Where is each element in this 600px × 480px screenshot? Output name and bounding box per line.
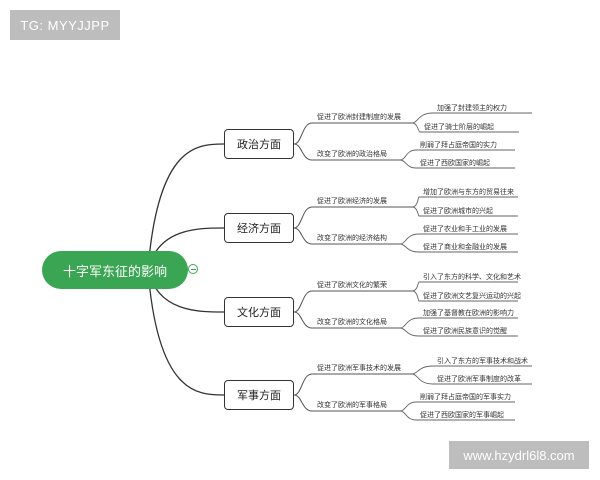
leaf-node[interactable]: 促进了欧洲民族意识的觉醒: [423, 327, 507, 335]
leaf-node[interactable]: 促进了西欧国家的军事崛起: [420, 411, 504, 419]
sub-node[interactable]: 改变了欧洲的经济结构: [317, 234, 387, 242]
connector-line: [411, 206, 420, 217]
connector-line: [399, 159, 417, 169]
leaf-node[interactable]: 促进了农业和手工业的发展: [423, 225, 507, 233]
connector-line: [411, 365, 434, 375]
leaf-node[interactable]: 促进了骑士阶层的崛起: [424, 123, 494, 131]
connector-line: [293, 143, 313, 161]
watermark-top-left: TG: MYYJJPP: [10, 10, 120, 40]
leaf-node[interactable]: 加强了封建领主的权力: [437, 104, 507, 112]
connector-line: [293, 206, 313, 229]
connector-line: [293, 122, 313, 145]
connector-line: [293, 290, 313, 313]
sub-node[interactable]: 改变了欧洲的政治格局: [317, 150, 387, 158]
connector-line: [411, 196, 420, 208]
connector-line: [411, 281, 420, 292]
collapse-icon[interactable]: [188, 264, 198, 274]
connector-line: [293, 311, 313, 329]
leaf-node[interactable]: 削弱了拜占庭帝国的军事实力: [420, 393, 511, 401]
leaf-node[interactable]: 削弱了拜占庭帝国的实力: [420, 141, 497, 149]
leaf-node[interactable]: 促进了商业和金融业的发展: [423, 243, 507, 251]
connector-line: [293, 227, 313, 245]
connector-line: [399, 327, 420, 337]
connector-line: [399, 317, 420, 329]
connector-line: [411, 290, 420, 302]
leaf-node[interactable]: 促进了西欧国家的崛起: [420, 159, 490, 167]
sub-node[interactable]: 改变了欧洲的军事格局: [317, 401, 387, 409]
sub-node[interactable]: 促进了欧洲文化的繁荣: [317, 281, 387, 289]
root-node[interactable]: 十字军东征的影响: [42, 251, 188, 289]
connector-line: [399, 149, 417, 161]
watermark-bottom-right: www.hzydrl6l8.com: [449, 441, 589, 469]
connector-line: [399, 243, 420, 253]
leaf-node[interactable]: 引入了东方的军事技术和战术: [437, 357, 528, 365]
connector-line: [399, 401, 417, 412]
sub-node[interactable]: 促进了欧洲军事技术的发展: [317, 364, 401, 372]
connector-line: [411, 112, 434, 124]
connector-line: [399, 410, 417, 421]
connector-line: [293, 373, 313, 396]
connector-line: [147, 269, 225, 396]
leaf-node[interactable]: 促进了欧洲城市的兴起: [423, 207, 493, 215]
category-node-economy[interactable]: 经济方面: [224, 213, 294, 243]
category-node-politics[interactable]: 政治方面: [224, 129, 294, 159]
connector-line: [293, 394, 313, 412]
leaf-node[interactable]: 引入了东方的科学、文化和艺术: [423, 273, 521, 281]
sub-node[interactable]: 改变了欧洲的文化格局: [317, 318, 387, 326]
leaf-node[interactable]: 促进了欧洲文艺复兴运动的兴起: [423, 292, 521, 300]
connector-line: [399, 233, 420, 245]
leaf-node[interactable]: 促进了欧洲军事制度的改革: [437, 375, 521, 383]
connector-line: [411, 373, 434, 385]
category-node-culture[interactable]: 文化方面: [224, 297, 294, 327]
category-node-military[interactable]: 军事方面: [224, 380, 294, 410]
sub-node[interactable]: 促进了欧洲经济的发展: [317, 197, 387, 205]
sub-node[interactable]: 促进了欧洲封建制度的发展: [317, 113, 401, 121]
leaf-node[interactable]: 加强了基督教在欧洲的影响力: [423, 309, 514, 317]
connector-line: [147, 143, 225, 271]
leaf-node[interactable]: 增加了欧洲与东方的贸易往来: [423, 188, 514, 196]
connector-line: [411, 122, 421, 133]
